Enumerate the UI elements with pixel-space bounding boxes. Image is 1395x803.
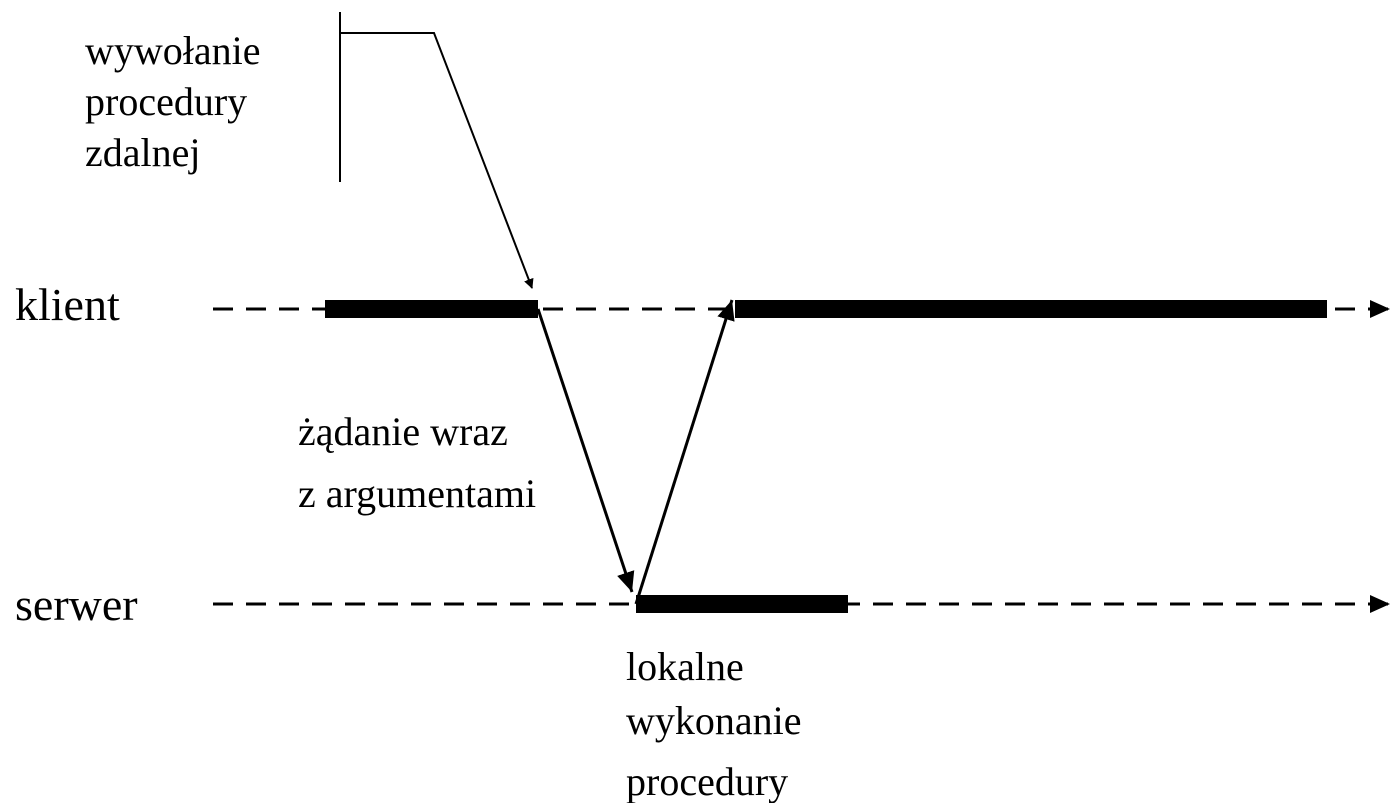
call-label-line-2: procedury (85, 79, 247, 124)
lane-label-client: klient (15, 279, 120, 330)
request-label-line-1: żądanie wraz (298, 409, 508, 454)
client-active-before-call (325, 300, 538, 318)
local-exec-label-line-3: procedury (626, 759, 788, 803)
lane-label-server: serwer (15, 579, 138, 630)
request-label-line-2: z argumentami (298, 471, 536, 516)
call-label-line-1: wywołanie (85, 28, 261, 73)
request-arrow (536, 308, 635, 593)
client-active-after-return (735, 300, 1327, 318)
call-label-line-3: zdalnej (85, 130, 201, 175)
local-exec-label-line-2: wykonanie (626, 698, 802, 743)
call-pointer-arrow (340, 32, 534, 289)
response-arrow (634, 299, 735, 605)
local-exec-label-line-1: lokalne (626, 644, 744, 689)
server-active-execution (636, 595, 848, 613)
